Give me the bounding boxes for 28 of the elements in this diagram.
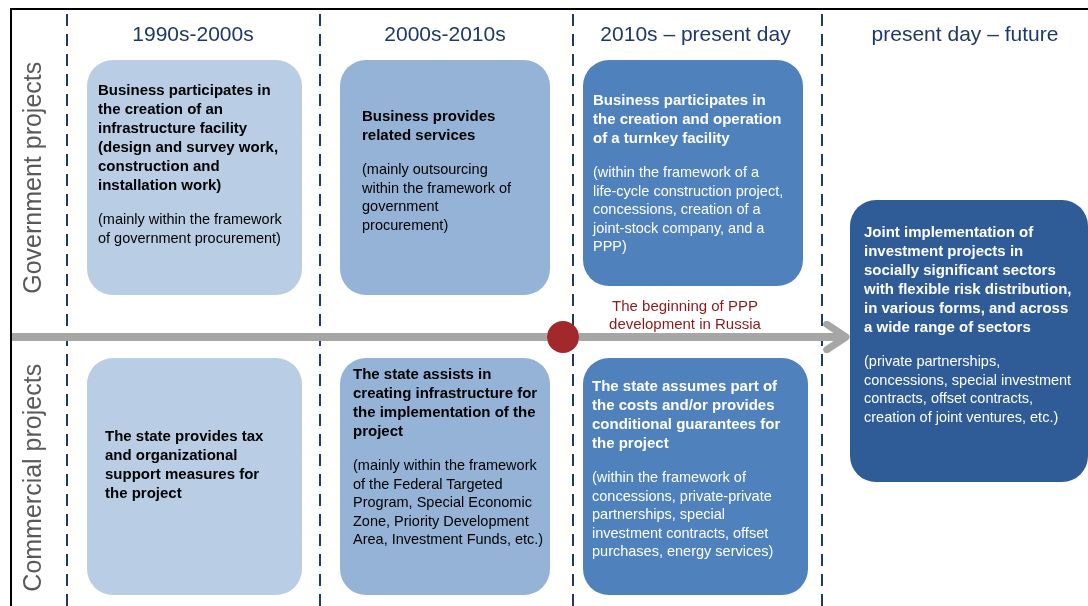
- milestone-dot: [547, 321, 579, 353]
- period-heading: 2000s-2010s: [383, 21, 507, 47]
- period-heading: 2010s – present day: [599, 21, 792, 47]
- stage-heading: Business provides related services: [362, 106, 497, 144]
- stage-note: (within the framework of a life-cycle construction project, concessions, creation of a joint-stock company, and a PPP): [593, 163, 785, 256]
- stage-note: (private partnerships, concessions, special investment contracts, offset contracts, creation of joint ventures, etc.): [864, 352, 1073, 426]
- stage-box: [340, 358, 550, 595]
- period-heading: present day – future: [870, 21, 1060, 47]
- stage-heading: The state provides tax and organizational support measures for the project: [105, 426, 265, 502]
- stage-heading: Business participates in the creation and operation of a turnkey facility: [593, 90, 783, 147]
- stage-note: (within the framework of concessions, private-private partnerships, special investment contracts, offset purchases, energy services): [592, 468, 775, 561]
- stage-box: [87, 60, 302, 295]
- stage-heading: The state assumes part of the costs and/or provides conditional guarantees for the project: [592, 376, 782, 452]
- stage-heading: Business participates in the creation of an infrastructure facility (design and survey work, construction and installation work): [98, 80, 280, 194]
- stage-box: [87, 358, 302, 595]
- row-label: Government projects: [17, 62, 48, 294]
- stage-note: (mainly within the framework of government procurement): [98, 210, 283, 247]
- milestone-caption: The beginning of PPP development in Russia: [608, 297, 762, 333]
- row-label: Commercial projects: [17, 364, 48, 592]
- period-heading: 1990s-2000s: [131, 21, 255, 47]
- stage-heading: Joint implementation of investment projects in socially significant sectors with flexible risk distribution, in various forms, and across a wide range of sectors: [864, 222, 1073, 336]
- stage-box: [850, 200, 1088, 482]
- stage-box: [340, 60, 550, 295]
- stage-box: [583, 358, 808, 595]
- stage-note: (mainly within the framework of the Federal Targeted Program, Special Economic Zone, Priority Development Area, Investment Funds, etc.): [353, 456, 545, 549]
- stage-box: [583, 60, 803, 286]
- stage-note: (mainly outsourcing within the framework of government procurement): [362, 160, 513, 234]
- stage-heading: The state assists in creating infrastructure for the implementation of the project: [353, 364, 539, 440]
